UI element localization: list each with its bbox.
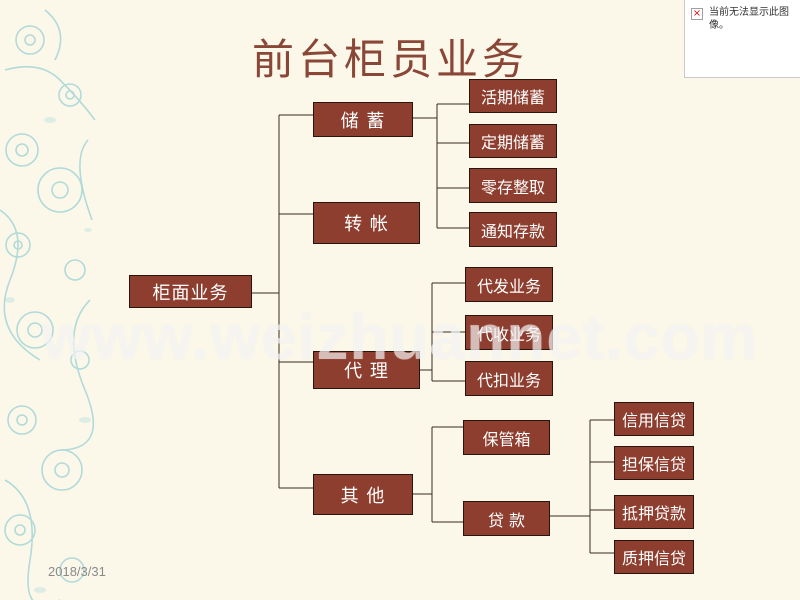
node-collection-agency: 代收业务 — [465, 315, 553, 350]
node-demand-savings: 活期储蓄 — [469, 79, 557, 113]
node-loans: 贷 款 — [463, 501, 550, 536]
page-title: 前台柜员业务 — [251, 35, 528, 84]
floral-border — [0, 9, 96, 600]
node-credit-loan: 信用信贷 — [614, 402, 694, 436]
node-other: 其 他 — [313, 474, 413, 515]
node-mortgage-loan: 抵押贷款 — [614, 495, 694, 529]
broken-image-icon: × — [691, 8, 703, 20]
broken-image-text: 当前无法显示此图像。 — [709, 7, 789, 31]
broken-image-placeholder: × 当前无法显示此图像。 — [684, 0, 800, 78]
node-transfer: 转 帐 — [313, 202, 420, 244]
node-pledge-loan: 质押信贷 — [614, 540, 694, 574]
node-safe-deposit: 保管箱 — [463, 420, 550, 455]
node-savings: 储 蓄 — [313, 102, 413, 137]
node-deduction-agency: 代扣业务 — [465, 361, 553, 396]
node-root: 柜面业务 — [129, 275, 252, 308]
node-payroll-agency: 代发业务 — [465, 267, 553, 302]
node-notice-deposit: 通知存款 — [469, 212, 557, 247]
node-guaranteed-loan: 担保信贷 — [614, 446, 694, 480]
slide-date: 2018/3/31 — [48, 564, 106, 579]
node-time-savings: 定期储蓄 — [469, 124, 557, 158]
node-agency: 代 理 — [313, 351, 420, 389]
node-installment-savings: 零存整取 — [469, 168, 557, 203]
watermark: www.weizhuannet.com — [41, 301, 759, 373]
